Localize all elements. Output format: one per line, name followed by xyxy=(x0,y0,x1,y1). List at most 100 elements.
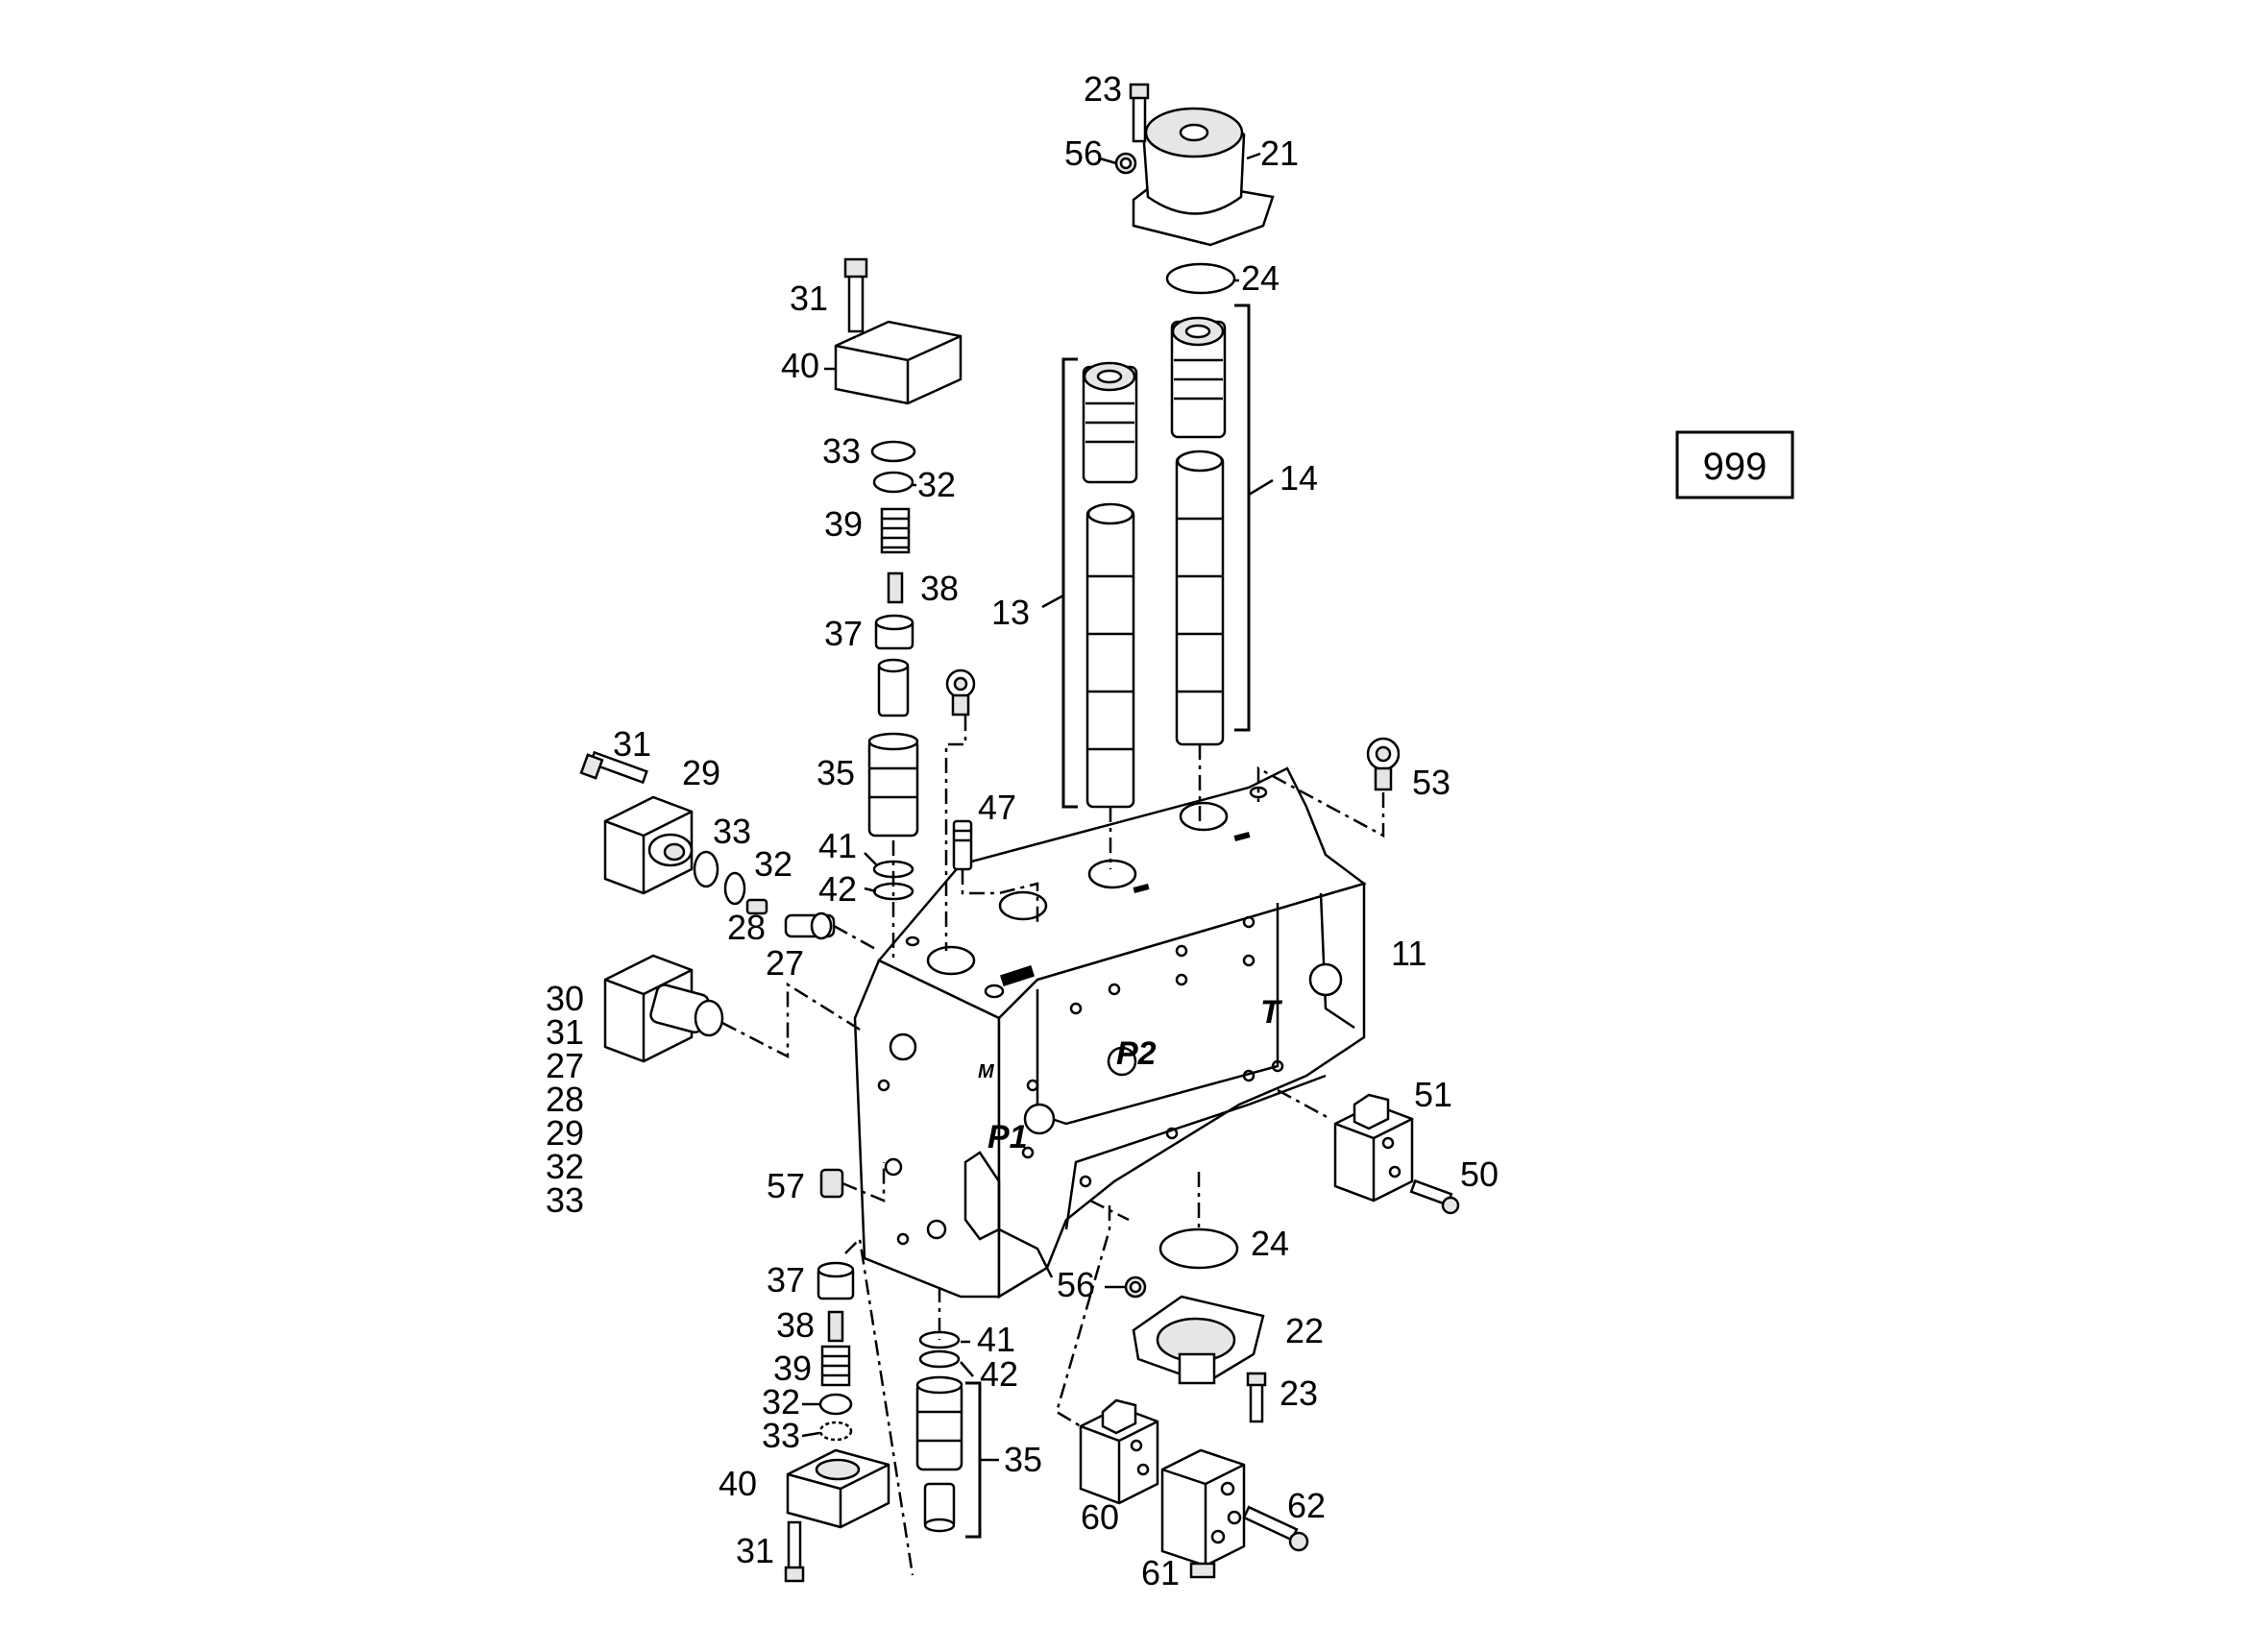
o-ring-33-bottom xyxy=(818,1421,853,1442)
callout-56-top: 56 xyxy=(1064,134,1103,173)
callout-32-bottom: 32 xyxy=(762,1382,800,1421)
line-valve-22 xyxy=(1089,1199,1130,1222)
cover-40-top xyxy=(834,320,963,405)
sleeve-35-bottom xyxy=(915,1375,963,1471)
callout-29-group: 29 xyxy=(546,1113,584,1153)
callout-28-group: 28 xyxy=(546,1080,584,1119)
line-lower-left-stack xyxy=(844,1236,914,1576)
callout-39-bottom: 39 xyxy=(773,1348,812,1388)
callout-53: 53 xyxy=(1412,763,1450,802)
callout-62: 62 xyxy=(1287,1486,1326,1525)
callout-32-left: 32 xyxy=(754,844,792,884)
bracket-35-bottom xyxy=(965,1381,982,1539)
spool-assembly-14 xyxy=(1170,304,1274,746)
piston-37-bottom xyxy=(817,1261,855,1300)
callout-31-top: 31 xyxy=(790,279,828,318)
plug-56-top xyxy=(1114,152,1137,175)
callout-38-top: 38 xyxy=(920,569,959,608)
plug-27 xyxy=(784,911,836,940)
spring-38-bottom xyxy=(827,1310,844,1343)
banjo-fitting-left xyxy=(945,668,976,717)
callout-57: 57 xyxy=(767,1166,805,1205)
callout-32-group: 32 xyxy=(546,1147,584,1186)
cover-40-bottom xyxy=(786,1448,890,1529)
plug-56-bottom xyxy=(1124,1275,1147,1299)
callout-33-bottom: 33 xyxy=(762,1416,800,1455)
port-m-label: M xyxy=(978,1061,995,1082)
valve-60 xyxy=(1079,1398,1159,1505)
spring-38-top xyxy=(887,571,904,604)
callout-41-top: 41 xyxy=(818,826,857,865)
line-banjo-left xyxy=(944,716,967,951)
line-plug-27 xyxy=(833,924,880,953)
callout-38-bottom: 38 xyxy=(776,1305,815,1345)
callout-61: 61 xyxy=(1141,1553,1180,1592)
screw-23-bottom xyxy=(1246,1372,1267,1423)
callout-35-top: 35 xyxy=(817,753,855,792)
callout-24-bottom: 24 xyxy=(1251,1224,1289,1263)
callout-35-bottom: 35 xyxy=(1004,1440,1042,1479)
o-ring-42-bottom xyxy=(918,1349,961,1369)
valve-51 xyxy=(1333,1093,1414,1203)
screw-50 xyxy=(1409,1178,1460,1215)
o-ring-32-bottom xyxy=(818,1393,853,1416)
page-number: 999 xyxy=(1703,446,1767,488)
cover-22 xyxy=(1132,1295,1265,1385)
o-ring-32-top xyxy=(872,471,914,494)
spring-39-bottom xyxy=(820,1345,851,1387)
callout-40-top: 40 xyxy=(781,346,819,385)
page-number-box: 999 xyxy=(1675,430,1794,499)
callout-27: 27 xyxy=(766,943,804,983)
callout-23-bottom: 23 xyxy=(1280,1373,1318,1413)
callout-37-bottom: 37 xyxy=(767,1260,805,1300)
callout-41-bottom: 41 xyxy=(977,1320,1015,1359)
port-p2-label: P2 xyxy=(1116,1035,1157,1072)
callout-27-group: 27 xyxy=(546,1046,584,1085)
callout-37-top: 37 xyxy=(824,614,863,653)
callout-42-top: 42 xyxy=(818,869,857,909)
screw-31-left xyxy=(579,750,648,785)
sleeve-35-top xyxy=(867,732,919,838)
line-plug-57 xyxy=(841,1162,886,1203)
plunger-bottom xyxy=(923,1482,956,1533)
banjo-fitting-53 xyxy=(1366,737,1401,791)
callout-31-bottom: 31 xyxy=(736,1531,774,1570)
callout-47: 47 xyxy=(978,788,1016,827)
callout-29: 29 xyxy=(682,753,720,792)
piston-37-top xyxy=(874,614,914,650)
o-ring-32-left xyxy=(723,871,746,906)
o-ring-33-left xyxy=(693,850,719,888)
callout-33-top: 33 xyxy=(822,431,861,471)
callout-33-left: 33 xyxy=(713,812,751,851)
line-banjo-53 xyxy=(1256,765,1385,838)
callout-40-bottom: 40 xyxy=(719,1464,757,1503)
port-p1-label: P1 xyxy=(987,1119,1028,1155)
port-t-label: T xyxy=(1260,994,1283,1031)
spool-assembly-13 xyxy=(1041,357,1138,809)
callout-33-group: 33 xyxy=(546,1180,584,1220)
cover-21 xyxy=(1132,107,1275,247)
screw-23-top xyxy=(1129,83,1150,143)
plug-28 xyxy=(745,898,768,915)
callout-13: 13 xyxy=(991,593,1030,632)
callout-31-left: 31 xyxy=(613,724,651,764)
callout-50: 50 xyxy=(1460,1154,1499,1194)
line-cover-30 xyxy=(721,982,865,1059)
screw-62 xyxy=(1242,1505,1309,1552)
leader-lines xyxy=(801,152,1261,1438)
o-ring-24-bottom xyxy=(1158,1227,1239,1270)
screw-31-bottom xyxy=(784,1520,805,1583)
callout-32-top: 32 xyxy=(917,465,956,504)
line-valve-51 xyxy=(1277,1088,1331,1121)
callout-11: 11 xyxy=(1391,934,1426,973)
callout-31-group: 31 xyxy=(546,1012,584,1052)
o-ring-24-top xyxy=(1165,262,1236,295)
cover-30 xyxy=(603,954,724,1063)
plunger-top xyxy=(877,658,910,717)
callout-42-bottom: 42 xyxy=(980,1354,1018,1394)
callout-39-top: 39 xyxy=(824,504,863,544)
screw-31-top xyxy=(843,257,868,333)
callout-14: 14 xyxy=(1280,458,1318,498)
callout-30: 30 xyxy=(546,979,584,1018)
